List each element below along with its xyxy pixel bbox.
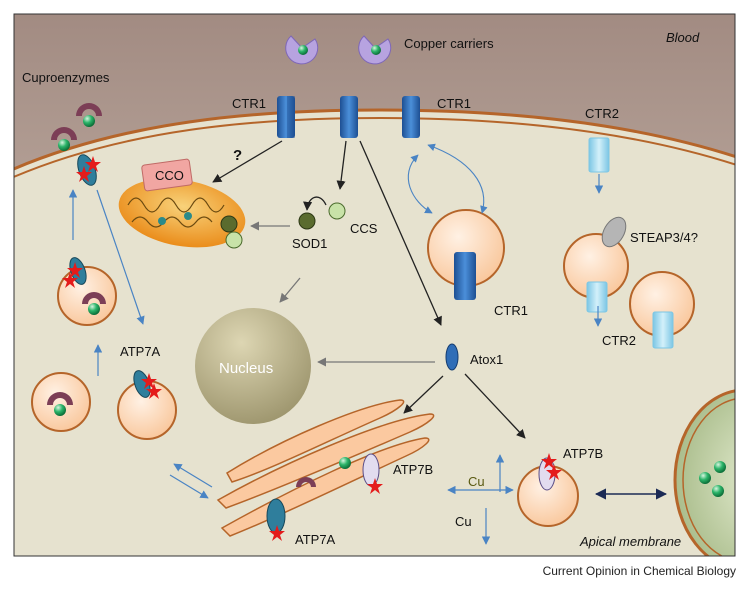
cu-bottom-label: Cu <box>455 514 472 529</box>
copper-ion <box>712 485 724 497</box>
vesicle <box>117 370 177 440</box>
atp7b-vesicle <box>517 453 579 527</box>
cuproenzymes-label: Cuproenzymes <box>22 70 110 85</box>
ctr1-transporter <box>340 96 358 138</box>
ctr2-vesicle-label: CTR2 <box>602 333 636 348</box>
arrow-ctr1-to-mito <box>212 140 283 183</box>
mito-copper-dark <box>220 215 238 233</box>
arrow-ctr1-recycle <box>407 154 433 214</box>
atox1-label: Atox1 <box>470 352 503 367</box>
arrow-atox1-to-golgi <box>403 375 444 414</box>
steap-label: STEAP3/4? <box>630 230 698 245</box>
copper-carrier-1 <box>285 35 319 65</box>
arrow-membrane-to-atp7a <box>96 189 145 325</box>
atp7b-golgi-label: ATP7B <box>393 462 433 477</box>
atox1-protein <box>445 343 459 371</box>
figure-caption: Current Opinion in Chemical Biology <box>542 564 736 578</box>
ctr1-left-label: CTR1 <box>232 96 266 111</box>
arrow-ctr1-to-ccs <box>336 140 347 190</box>
ctr1-vesicle-label: CTR1 <box>494 303 528 318</box>
copper-ion <box>371 45 381 55</box>
ccs-to-sod1-arrow <box>303 196 327 211</box>
mitochondrion <box>118 178 246 248</box>
sod1-label: SOD1 <box>292 236 327 251</box>
arrow-vesicle-to-golgi <box>169 474 209 499</box>
cco-label: CCO <box>155 168 184 183</box>
golgi-apparatus <box>216 399 435 541</box>
ctr1-transporter <box>402 96 420 138</box>
blood-label: Blood <box>666 30 700 45</box>
vesicle <box>31 372 91 432</box>
copper-ion <box>714 461 726 473</box>
mito-copper-light <box>225 231 243 249</box>
arrow-golgi-to-vesicle <box>173 463 213 488</box>
cuproenzyme <box>51 127 77 151</box>
ctr1-transporter <box>277 96 295 138</box>
atp7a-membrane <box>76 154 101 186</box>
atp7a-mid-label: ATP7A <box>120 344 161 359</box>
apical-membrane-label: Apical membrane <box>579 534 681 549</box>
sod1-circle <box>298 212 316 230</box>
ccs-label: CCS <box>350 221 378 236</box>
copper-ion <box>298 45 308 55</box>
nucleus-label: Nucleus <box>219 360 273 377</box>
copper-carrier-2 <box>358 35 392 65</box>
ctr1-endosome <box>427 209 505 300</box>
arrow-ctr1-recycle-2 <box>427 143 488 214</box>
ccs-circle <box>328 202 346 220</box>
copper-ion <box>699 472 711 484</box>
cco-box <box>141 158 193 192</box>
arrow-sod1-to-nucleus <box>279 277 301 303</box>
nucleus <box>195 308 311 424</box>
ctr1-right-label: CTR1 <box>437 96 471 111</box>
copper-carriers-label: Copper carriers <box>404 36 494 51</box>
cell-membrane <box>14 108 735 556</box>
atp7a-bottom-label: ATP7A <box>295 532 336 547</box>
ctr2-vesicle <box>629 271 695 349</box>
question-label: ? <box>233 147 242 164</box>
arrow-atox1-to-atp7b <box>464 373 526 439</box>
vesicle <box>57 257 117 326</box>
cu-top-label: Cu <box>468 474 485 489</box>
cuproenzyme <box>76 103 102 127</box>
arrow-ctr1-to-atox1 <box>359 140 442 326</box>
atp7b-right-label: ATP7B <box>563 446 603 461</box>
ctr2-top-label: CTR2 <box>585 106 619 121</box>
ctr2-vesicle <box>563 216 629 313</box>
ctr2-transporter <box>588 137 610 173</box>
